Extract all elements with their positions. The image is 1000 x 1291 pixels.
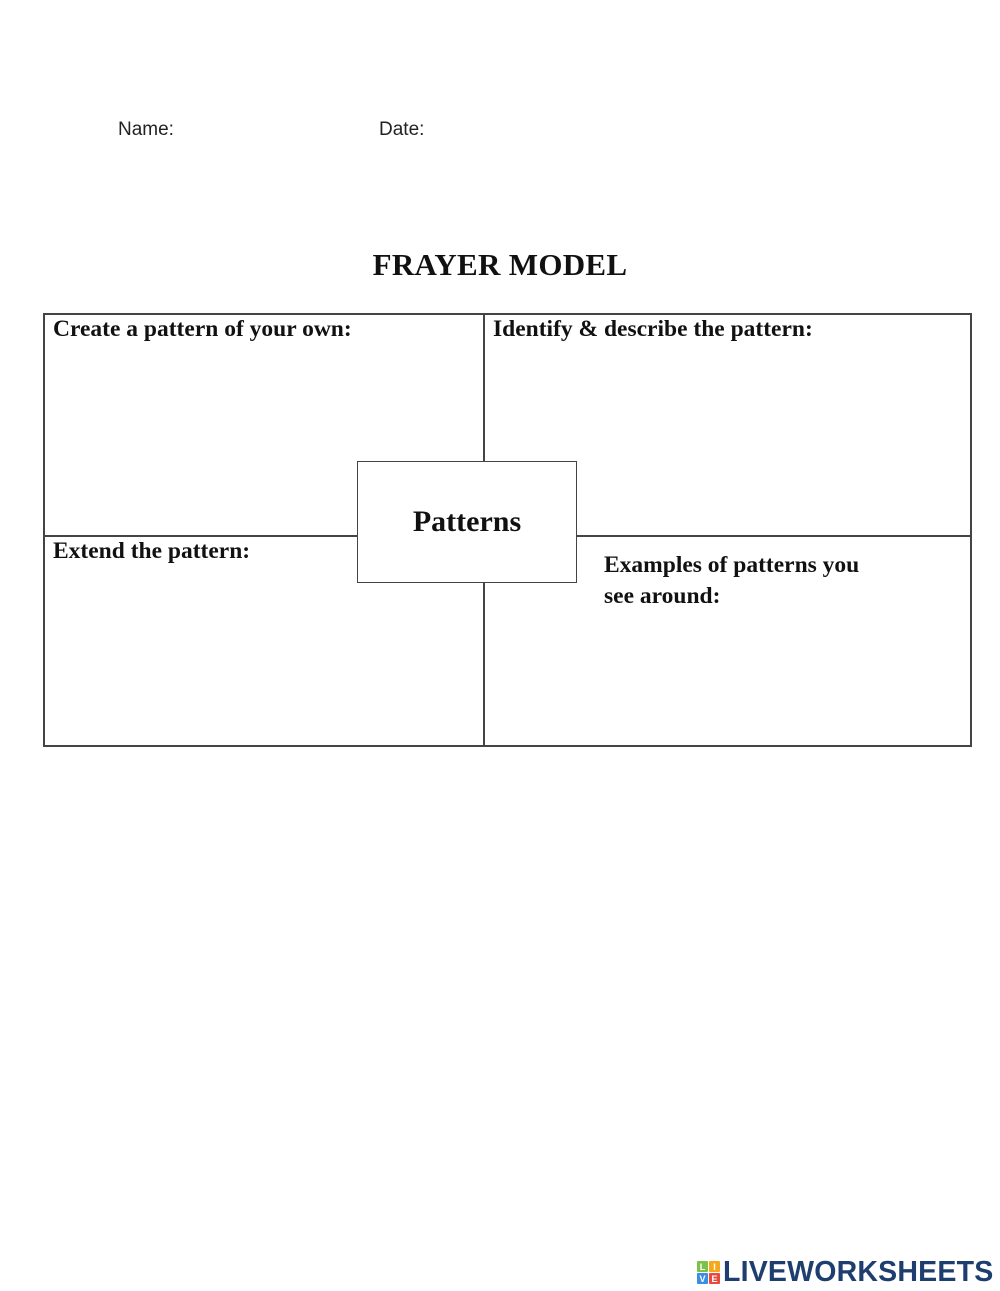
brand-name: LIVEWORKSHEETS [723,1256,994,1288]
logo-tile-e: E [709,1273,720,1284]
quadrant-label-identify: Identify & describe the pattern: [493,316,813,342]
quadrant-label-create: Create a pattern of your own: [53,316,352,342]
live-logo-icon: L I V E [697,1261,720,1284]
name-label: Name: [118,119,174,140]
liveworksheets-logo: L I V E LIVEWORKSHEETS [697,1256,993,1289]
frayer-border-bottom [43,745,972,747]
date-label: Date: [379,119,425,140]
quadrant-label-examples-line2: see around: [604,583,721,609]
frayer-border-top [43,313,972,315]
frayer-border-right [970,313,972,746]
center-term: Patterns [412,505,522,538]
logo-tile-i: I [709,1261,720,1272]
page-title: FRAYER MODEL [372,247,628,282]
center-term-box: Patterns [357,461,577,583]
quadrant-label-examples-line1: Examples of patterns you [604,552,860,578]
frayer-border-left [43,313,45,746]
logo-tile-v: V [697,1273,708,1284]
quadrant-label-extend: Extend the pattern: [53,538,251,564]
logo-tile-l: L [697,1261,708,1272]
